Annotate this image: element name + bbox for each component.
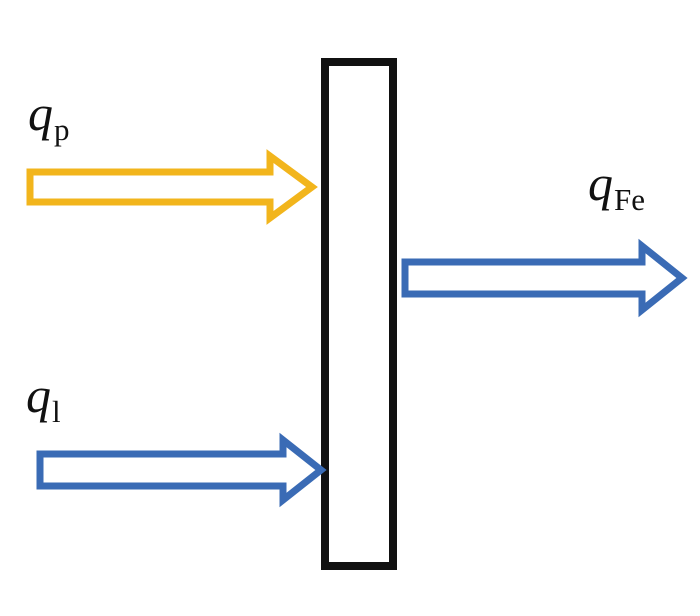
- heat-flux-ql-arrow: [36, 432, 327, 508]
- heat-flux-qp-arrow: [26, 149, 318, 225]
- label-ql-subscript: l: [52, 394, 61, 429]
- label-qp-subscript: p: [54, 112, 70, 147]
- heat-flux-qfe-arrow: [401, 238, 688, 318]
- label-ql: ql: [26, 367, 61, 427]
- label-qp: qp: [28, 85, 70, 145]
- label-qfe-symbol: q: [588, 155, 613, 211]
- label-qp-symbol: q: [28, 85, 53, 141]
- label-qfe: qFe: [588, 155, 645, 215]
- label-ql-symbol: q: [26, 367, 51, 423]
- interface-wall: [321, 58, 397, 570]
- label-qfe-subscript: Fe: [614, 182, 645, 217]
